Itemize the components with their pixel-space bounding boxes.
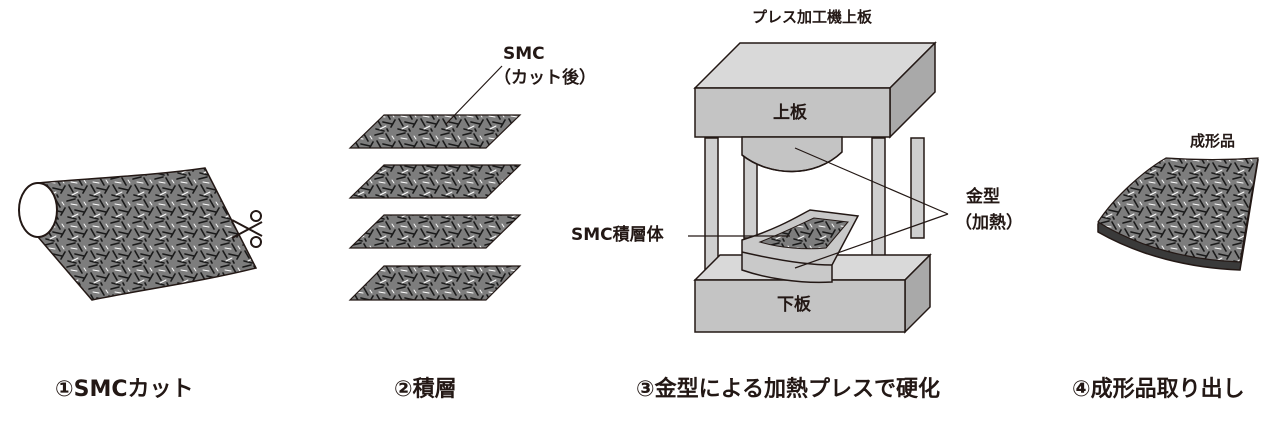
- smc-sheet: [348, 114, 522, 149]
- step-3-caption: ③金型による加熱プレスで硬化: [636, 377, 940, 402]
- molded-part: [1097, 157, 1259, 271]
- lower-plate-label: 下板: [777, 295, 811, 315]
- mold-label: 金型: [966, 187, 1000, 207]
- step-2-caption: ②積層: [394, 377, 457, 402]
- smc-sheet: [348, 214, 522, 249]
- smc-sheet: [348, 265, 522, 301]
- smc-cut-note: （カット後）: [494, 68, 596, 88]
- smc-sheet-stack: [348, 114, 522, 301]
- smc-label: SMC: [503, 44, 545, 64]
- mold-note: （加熱）: [955, 213, 1023, 233]
- press-leader-lines: [688, 147, 949, 269]
- press-upper-plate-label: プレス加工機上板: [752, 8, 873, 26]
- smc-leader-line: [445, 65, 503, 125]
- step-1-caption: ①SMCカット: [55, 377, 194, 402]
- scissors-icon: [231, 210, 263, 248]
- molded-part-label: 成形品: [1190, 132, 1236, 150]
- press-machine: [693, 41, 937, 334]
- smc-sheet: [348, 164, 522, 199]
- smc-roll: [18, 167, 258, 301]
- step-4-caption: ④成形品取り出し: [1072, 377, 1245, 402]
- smc-laminate-label: SMC積層体: [571, 225, 664, 245]
- upper-plate-label: 上板: [773, 103, 807, 123]
